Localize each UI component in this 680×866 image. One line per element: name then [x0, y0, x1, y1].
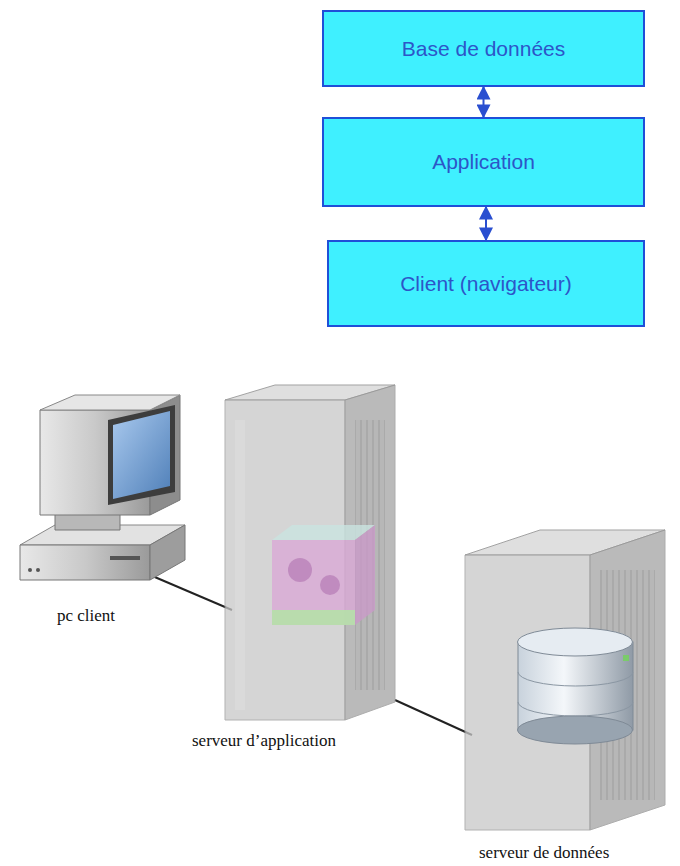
tier-box: Application	[322, 117, 645, 207]
data-server-icon	[465, 530, 665, 830]
network-cable	[150, 575, 232, 610]
network-cable	[395, 700, 472, 735]
double-arrow	[483, 87, 485, 117]
application-server-icon	[225, 385, 395, 720]
tier-label: Base de données	[392, 31, 575, 67]
tier-label: Client (navigateur)	[390, 266, 582, 302]
double-arrow	[485, 207, 487, 240]
tier-label: Application	[422, 144, 545, 180]
tier-box: Client (navigateur)	[327, 240, 645, 327]
device-label: serveur de données	[477, 843, 611, 863]
pc-client-icon	[20, 395, 185, 580]
tier-box: Base de données	[322, 10, 645, 87]
device-label: serveur d’application	[190, 731, 338, 751]
device-label: pc client	[55, 606, 117, 626]
